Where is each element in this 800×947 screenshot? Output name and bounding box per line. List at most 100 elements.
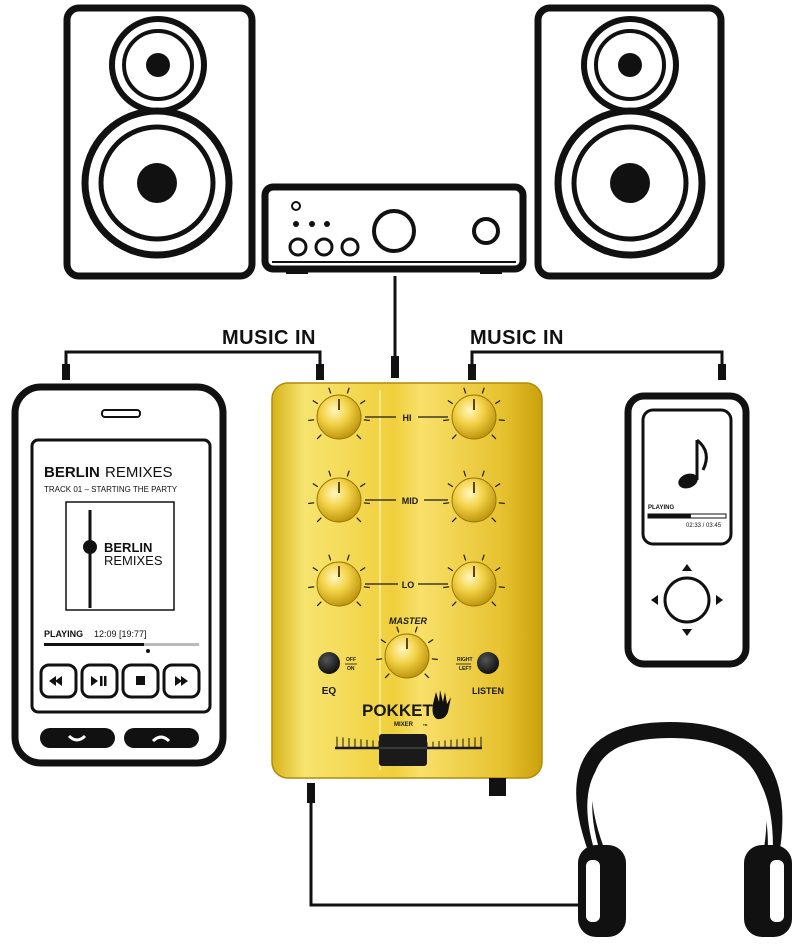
music-in-left-label: MUSIC IN	[222, 327, 316, 349]
knob-tick	[481, 554, 485, 561]
hi-right-knob[interactable]	[451, 394, 497, 440]
lo-right-knob[interactable]	[451, 561, 497, 607]
knob-tick	[424, 673, 430, 679]
music-note-icon	[678, 438, 708, 489]
crossfader-knob[interactable]	[379, 734, 427, 766]
knob-tick	[312, 482, 319, 488]
brand-tm: TM	[423, 723, 428, 727]
knob-tick	[346, 554, 350, 561]
knob-tick	[463, 470, 467, 477]
left-woofer	[81, 107, 233, 259]
knob-tick	[491, 517, 497, 523]
knob-tick	[356, 434, 362, 440]
knob-tick	[451, 434, 457, 440]
knob-tick	[308, 419, 315, 422]
left-ear-cup	[578, 845, 626, 937]
up-arrow-icon[interactable]	[682, 564, 692, 571]
knob-tick	[481, 470, 485, 477]
phone-controls	[39, 663, 201, 699]
knob-tick	[328, 387, 332, 394]
knob-tick	[376, 658, 383, 661]
knob-tick	[380, 638, 387, 644]
knob-tick	[396, 626, 400, 633]
music-in-right-label: MUSIC IN	[470, 327, 564, 349]
knob-tick	[359, 399, 366, 405]
knob-tick	[447, 482, 454, 488]
knob-tick	[316, 434, 322, 440]
hand-logo-icon	[432, 690, 451, 720]
play-pause-icon[interactable]	[80, 663, 119, 699]
left-tweeter	[109, 16, 207, 114]
listen-right-label: RIGHT	[457, 657, 473, 663]
phone-title-bold: BERLIN	[44, 464, 100, 481]
knob-tick	[447, 399, 454, 405]
listen-left-label: LEFT	[459, 666, 472, 672]
knob-tick	[359, 482, 366, 488]
knob-tick	[312, 566, 319, 572]
listen-label: LISTEN	[472, 686, 504, 696]
eq-label: EQ	[322, 686, 337, 697]
knob-tick	[494, 399, 501, 405]
knob-tick	[308, 586, 315, 589]
eq-button[interactable]	[318, 652, 340, 674]
down-arrow-icon[interactable]	[682, 629, 692, 636]
knob-tick-marks	[308, 387, 505, 679]
mid-right-knob[interactable]	[451, 477, 497, 523]
amplifier	[261, 183, 527, 274]
hi-left-knob[interactable]	[316, 394, 362, 440]
player-progress-fill	[648, 514, 691, 518]
player-time: 02:33 / 03:45	[686, 523, 722, 529]
stop-icon[interactable]	[121, 663, 160, 699]
knob-tick	[363, 419, 370, 422]
phone-track-text: TRACK 01 – STARTING THE PARTY	[44, 485, 178, 494]
knob-tick	[463, 554, 467, 561]
hangup-button[interactable]	[124, 728, 199, 748]
knob-tick	[346, 387, 350, 394]
mid-left-knob[interactable]	[316, 477, 362, 523]
knob-tick	[443, 419, 450, 422]
right-tweeter	[581, 16, 679, 114]
knob-tick	[316, 517, 322, 523]
next-icon[interactable]	[162, 663, 201, 699]
knob-tick	[414, 626, 418, 633]
knob-tick	[427, 638, 434, 644]
right-speaker	[534, 4, 725, 280]
left-speaker	[63, 4, 256, 280]
knob-tick	[463, 387, 467, 394]
brand-sub-label: MIXER	[394, 722, 414, 728]
knob-tick	[308, 502, 315, 505]
knob-tick	[498, 502, 505, 505]
lo-label: LO	[402, 580, 415, 590]
eq-band-lines	[365, 416, 448, 585]
left-arrow-icon[interactable]	[651, 595, 658, 605]
right-arrow-icon[interactable]	[716, 595, 723, 605]
hi-label: HI	[403, 413, 412, 423]
pokket-mixer: HI MID LO MASTER OFF ON EQ RIGHT LEFT LI…	[271, 382, 543, 796]
listen-button[interactable]	[477, 652, 499, 674]
headphones	[576, 721, 792, 937]
knob-tick	[328, 470, 332, 477]
knob-tick	[384, 673, 390, 679]
knob-tick	[363, 502, 370, 505]
knob-tick	[491, 434, 497, 440]
prev-icon[interactable]	[39, 663, 78, 699]
knob-tick	[363, 586, 370, 589]
cable-plugs	[62, 356, 726, 803]
brand-logo: POKKET	[362, 701, 433, 720]
mp3-player: PLAYING 02:33 / 03:45	[624, 392, 750, 668]
lo-left-knob[interactable]	[316, 561, 362, 607]
master-knob[interactable]	[384, 633, 430, 679]
knob-tick	[443, 502, 450, 505]
knob-tick	[494, 566, 501, 572]
knob-tick	[498, 586, 505, 589]
mid-label: MID	[402, 496, 419, 506]
player-center-button[interactable]	[663, 576, 711, 624]
knob-tick	[443, 586, 450, 589]
knob-tick	[447, 566, 454, 572]
headphone-jack	[489, 778, 506, 796]
call-button[interactable]	[40, 728, 115, 748]
cover-title-light: REMIXES	[104, 553, 163, 568]
knob-tick	[328, 554, 332, 561]
knob-tick	[481, 387, 485, 394]
